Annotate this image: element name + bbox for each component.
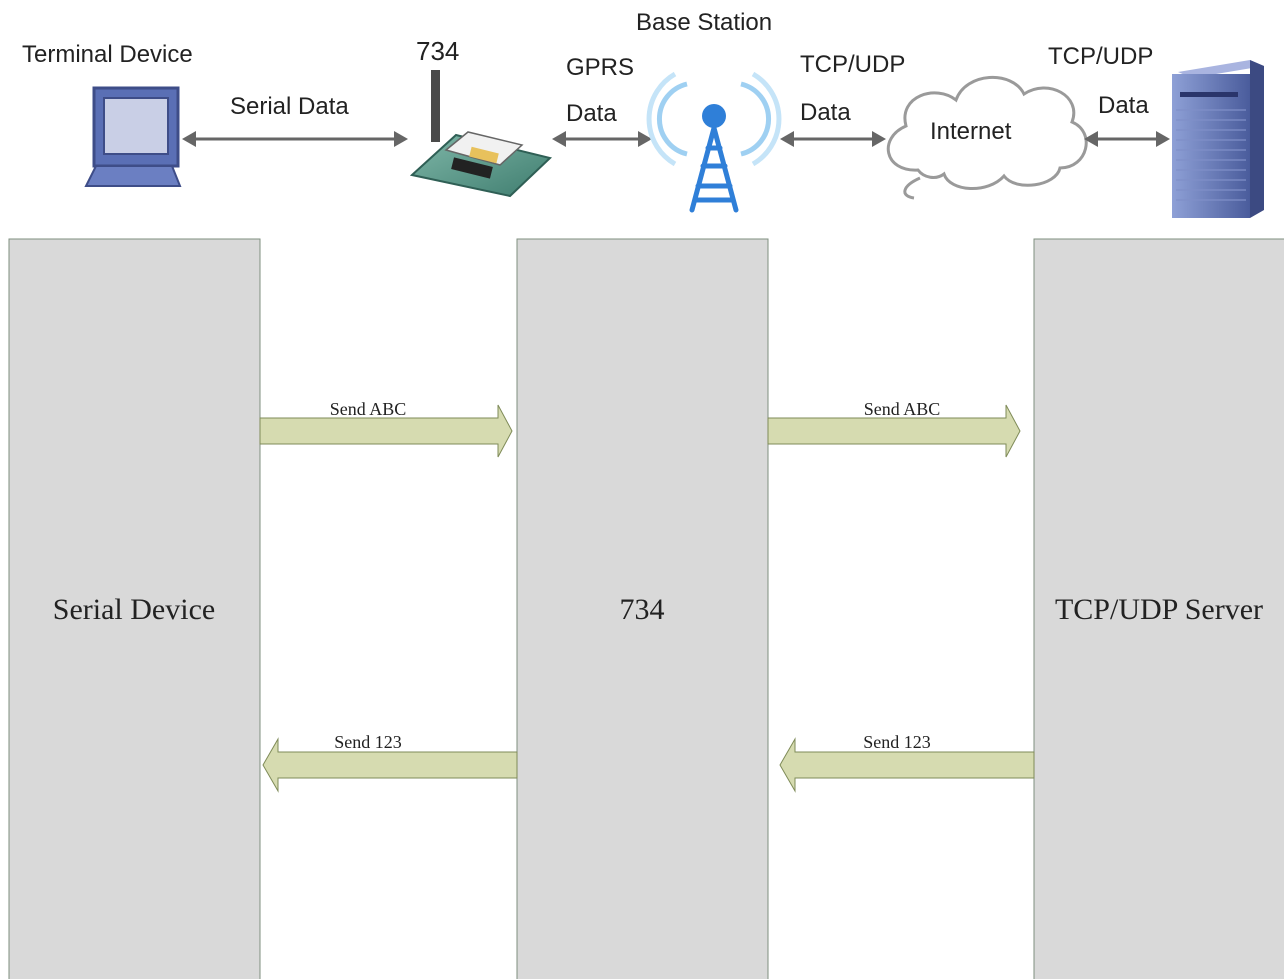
terminal-computer-icon	[84, 86, 182, 187]
arrow-send-123-left	[262, 737, 518, 793]
lane-734-label: 734	[620, 593, 665, 626]
base-station-tower-icon	[646, 71, 782, 213]
server-icon	[1172, 60, 1264, 218]
lane-734	[516, 238, 769, 979]
msg-send-123-right: Send 123	[863, 732, 931, 752]
gprs-data-connector	[552, 131, 652, 147]
tcp-udp-label-2: TCP/UDP	[1048, 43, 1153, 70]
base-station-label: Base Station	[636, 9, 772, 36]
tcp-data-connector-2	[1084, 131, 1170, 147]
msg-send-123-left: Send 123	[334, 732, 402, 752]
msg-send-abc-left: Send ABC	[330, 399, 407, 419]
module-734-label: 734	[416, 36, 459, 66]
serial-data-connector	[182, 131, 408, 147]
internet-cloud-icon	[886, 75, 1088, 200]
msg-send-abc-right: Send ABC	[864, 399, 941, 419]
arrow-send-abc-right	[767, 404, 1021, 458]
gprs-data-label: Data	[566, 100, 617, 127]
gprs-label: GPRS	[566, 54, 634, 81]
lane-tcp-udp-server-label: TCP/UDP Server	[1055, 593, 1263, 626]
terminal-device-label: Terminal Device	[22, 41, 193, 68]
serial-data-label: Serial Data	[230, 93, 349, 120]
arrow-send-abc-left	[259, 404, 513, 458]
tcp-udp-label-1: TCP/UDP	[800, 51, 905, 78]
arrow-send-123-right	[779, 737, 1035, 793]
internet-label: Internet	[930, 118, 1012, 145]
tcp-data-connector-1	[780, 131, 886, 147]
tcp-data-label-1: Data	[800, 99, 851, 126]
lane-serial-device	[8, 238, 261, 979]
module-734-icon	[409, 70, 553, 198]
lane-tcp-udp-server	[1033, 238, 1284, 979]
lane-serial-device-label: Serial Device	[53, 593, 215, 626]
tcp-data-label-2: Data	[1098, 92, 1149, 119]
